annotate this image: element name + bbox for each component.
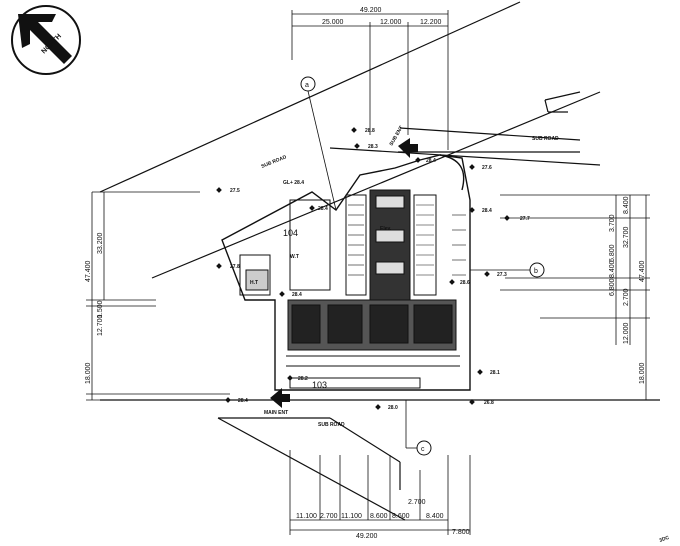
ht-label: H.T — [250, 280, 258, 286]
spot-level-11: 28.1 — [490, 370, 500, 376]
left-dimensions — [86, 191, 240, 401]
spot-level-4: 27.6 — [482, 165, 492, 171]
spot-level-13: 28.4 — [292, 292, 302, 298]
spot-level-15: 28.4 — [426, 158, 436, 164]
spot-level-6: 27.7 — [520, 216, 530, 222]
spot-level-14: 28.6 — [460, 280, 470, 286]
level-label: GL+ 28.4 — [283, 180, 304, 186]
dim-right-f: 2.700 — [623, 288, 630, 306]
dim-bottom-seg-0: 11.100 — [296, 513, 317, 520]
dim-bottom-total: 49.200 — [356, 533, 378, 540]
dim-left-b: 12.700 — [97, 314, 104, 336]
dim-left-c: 1.500 — [97, 300, 104, 318]
site-boundary — [221, 154, 471, 391]
dim-bottom-seg-4: 8.600 — [392, 513, 410, 520]
dim-bottom-right: 7.800 — [452, 529, 470, 536]
dim-right-total: 47.400 — [639, 260, 646, 282]
elev-label: Elev. — [380, 226, 392, 232]
dim-left-a: 33.200 — [97, 232, 104, 254]
spot-level-9: 28.0 — [388, 405, 398, 411]
dim-right-b: 8.400 — [623, 196, 630, 214]
dim-top-total: 49.200 — [360, 7, 382, 14]
parking-stripes — [348, 204, 466, 276]
bottom-road — [100, 399, 660, 521]
spot-level-0: 27.5 — [230, 188, 240, 194]
grid-marker-b: b — [470, 262, 545, 278]
main-entrance-arrow — [270, 388, 290, 408]
grid-marker-a-label: a — [305, 82, 309, 89]
dim-right-d: 8.400 — [609, 260, 616, 278]
dim-bottom-small: 2.700 — [408, 499, 426, 506]
water-tank-label: W.T — [290, 254, 299, 260]
grid-marker-a: a — [300, 76, 337, 211]
spot-levels — [216, 127, 510, 410]
grid-marker-c: c — [405, 400, 432, 456]
dim-right-small: 3.700 — [609, 214, 616, 232]
spot-level-3: 28.3 — [368, 144, 378, 150]
spot-level-12: 28.2 — [298, 376, 308, 382]
road-label-left: SUB ROAD — [261, 154, 288, 170]
dim-right-c: 6.800 — [609, 244, 616, 262]
main-entrance-label: MAIN ENT — [264, 410, 288, 416]
spot-level-1: 27.8 — [230, 264, 240, 270]
bottom-dimensions — [289, 450, 471, 535]
building-label-104: 104 — [283, 228, 298, 238]
dim-top-a: 25.000 — [322, 19, 344, 26]
dim-bottom-seg-3: 8.600 — [370, 513, 388, 520]
dim-left-bottom: 18.000 — [85, 362, 92, 384]
building-main — [239, 189, 460, 389]
sub-entrance-arrow — [398, 138, 418, 158]
grid-marker-c-label: c — [421, 446, 425, 453]
building-label-103: 103 — [312, 380, 327, 390]
dim-top-c: 12.200 — [420, 19, 442, 26]
dim-right-bottom: 18.000 — [639, 362, 646, 384]
dim-top-b: 12.000 — [380, 19, 402, 26]
dim-right-e: 6.800 — [609, 278, 616, 296]
dim-left-total: 47.400 — [85, 260, 92, 282]
spot-level-8: 26.8 — [484, 400, 494, 406]
footer-stamp: 3DC — [659, 535, 671, 544]
spot-level-7: 27.3 — [497, 272, 507, 278]
north-arrow: NORTH — [11, 5, 81, 75]
spot-level-16: 28.4 — [318, 206, 328, 212]
dim-bottom-seg-2: 11.100 — [341, 513, 362, 520]
spot-level-10: 28.4 — [238, 398, 248, 404]
spot-level-2: 28.8 — [365, 128, 375, 134]
diagonal-roads — [99, 1, 601, 279]
road-label-right: SUB ROAD — [532, 136, 559, 142]
top-dimensions — [291, 10, 449, 150]
dim-bottom-seg-5: 8.400 — [426, 513, 444, 520]
road-label-bottom: SUB ROAD — [318, 422, 345, 428]
dim-right-a: 32.700 — [623, 226, 630, 248]
spot-level-5: 28.4 — [482, 208, 492, 214]
dim-right-g: 12.000 — [623, 322, 630, 344]
grid-marker-b-label: b — [534, 268, 538, 275]
dim-bottom-seg-1: 2.700 — [320, 513, 338, 520]
